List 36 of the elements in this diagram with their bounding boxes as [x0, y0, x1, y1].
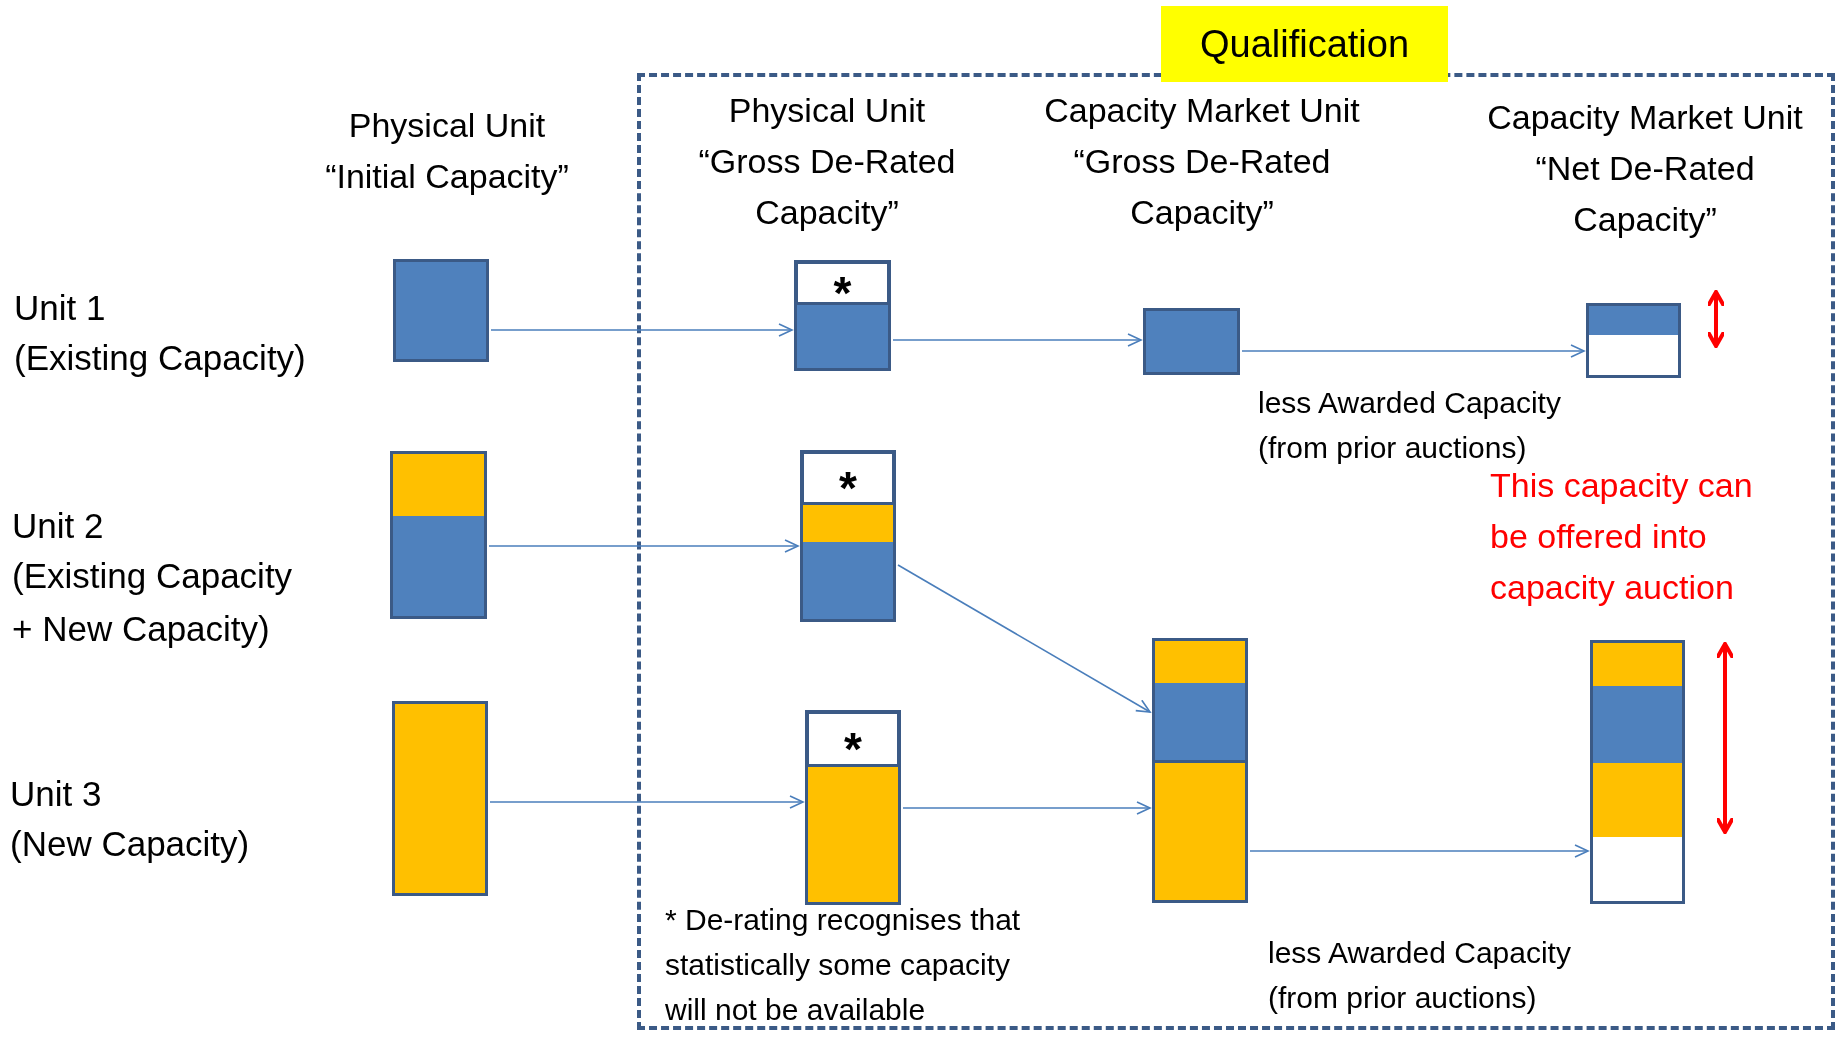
arrow — [490, 323, 793, 337]
label-text: (Existing Capacity) — [14, 337, 307, 379]
arrow — [897, 564, 1151, 713]
stacked-bar — [1590, 640, 1685, 904]
column-heading: Physical Unit “Gross De-Rated Capacity” — [697, 90, 957, 233]
region-title: Qualification — [1161, 6, 1448, 82]
stacked-bar — [1152, 638, 1248, 903]
derated-segment: * — [801, 451, 895, 505]
stacked-bar — [392, 701, 488, 896]
column-heading: Capacity Market Unit “Net De-Rated Capacity” — [1486, 97, 1804, 240]
arrow — [1249, 844, 1589, 858]
arrow — [892, 333, 1142, 347]
stacked-bar — [805, 710, 901, 905]
column-heading: Capacity Market Unit “Gross De-Rated Capacity” — [1043, 90, 1361, 233]
arrow — [489, 795, 804, 809]
arrow — [902, 801, 1151, 815]
stacked-bar — [794, 260, 891, 371]
label-text: (New Capacity) — [10, 823, 251, 865]
stacked-bar — [390, 451, 487, 619]
label-text: Unit 2 — [12, 505, 105, 547]
arrow — [488, 539, 799, 553]
stacked-bar — [1586, 303, 1681, 378]
label-text: Unit 1 — [14, 287, 107, 329]
label-text: * De-rating recognises that statistically some capacity will not be available — [665, 902, 1022, 1028]
stacked-bar — [800, 450, 896, 622]
derated-segment: * — [795, 261, 890, 305]
column-heading: Physical Unit “Initial Capacity” — [324, 105, 570, 197]
stacked-bar — [393, 259, 489, 362]
note-text: This capacity can be offered into capacity auction — [1490, 465, 1754, 608]
label-text: less Awarded Capacity (from prior auctions) — [1268, 935, 1572, 1016]
label-text: Unit 3 — [10, 773, 103, 815]
arrow — [1241, 344, 1585, 358]
derated-segment: * — [806, 711, 900, 767]
label-text: (Existing Capacity + New Capacity) — [12, 555, 294, 650]
label-text: less Awarded Capacity (from prior auctions) — [1258, 385, 1562, 466]
stacked-bar — [1143, 308, 1240, 375]
